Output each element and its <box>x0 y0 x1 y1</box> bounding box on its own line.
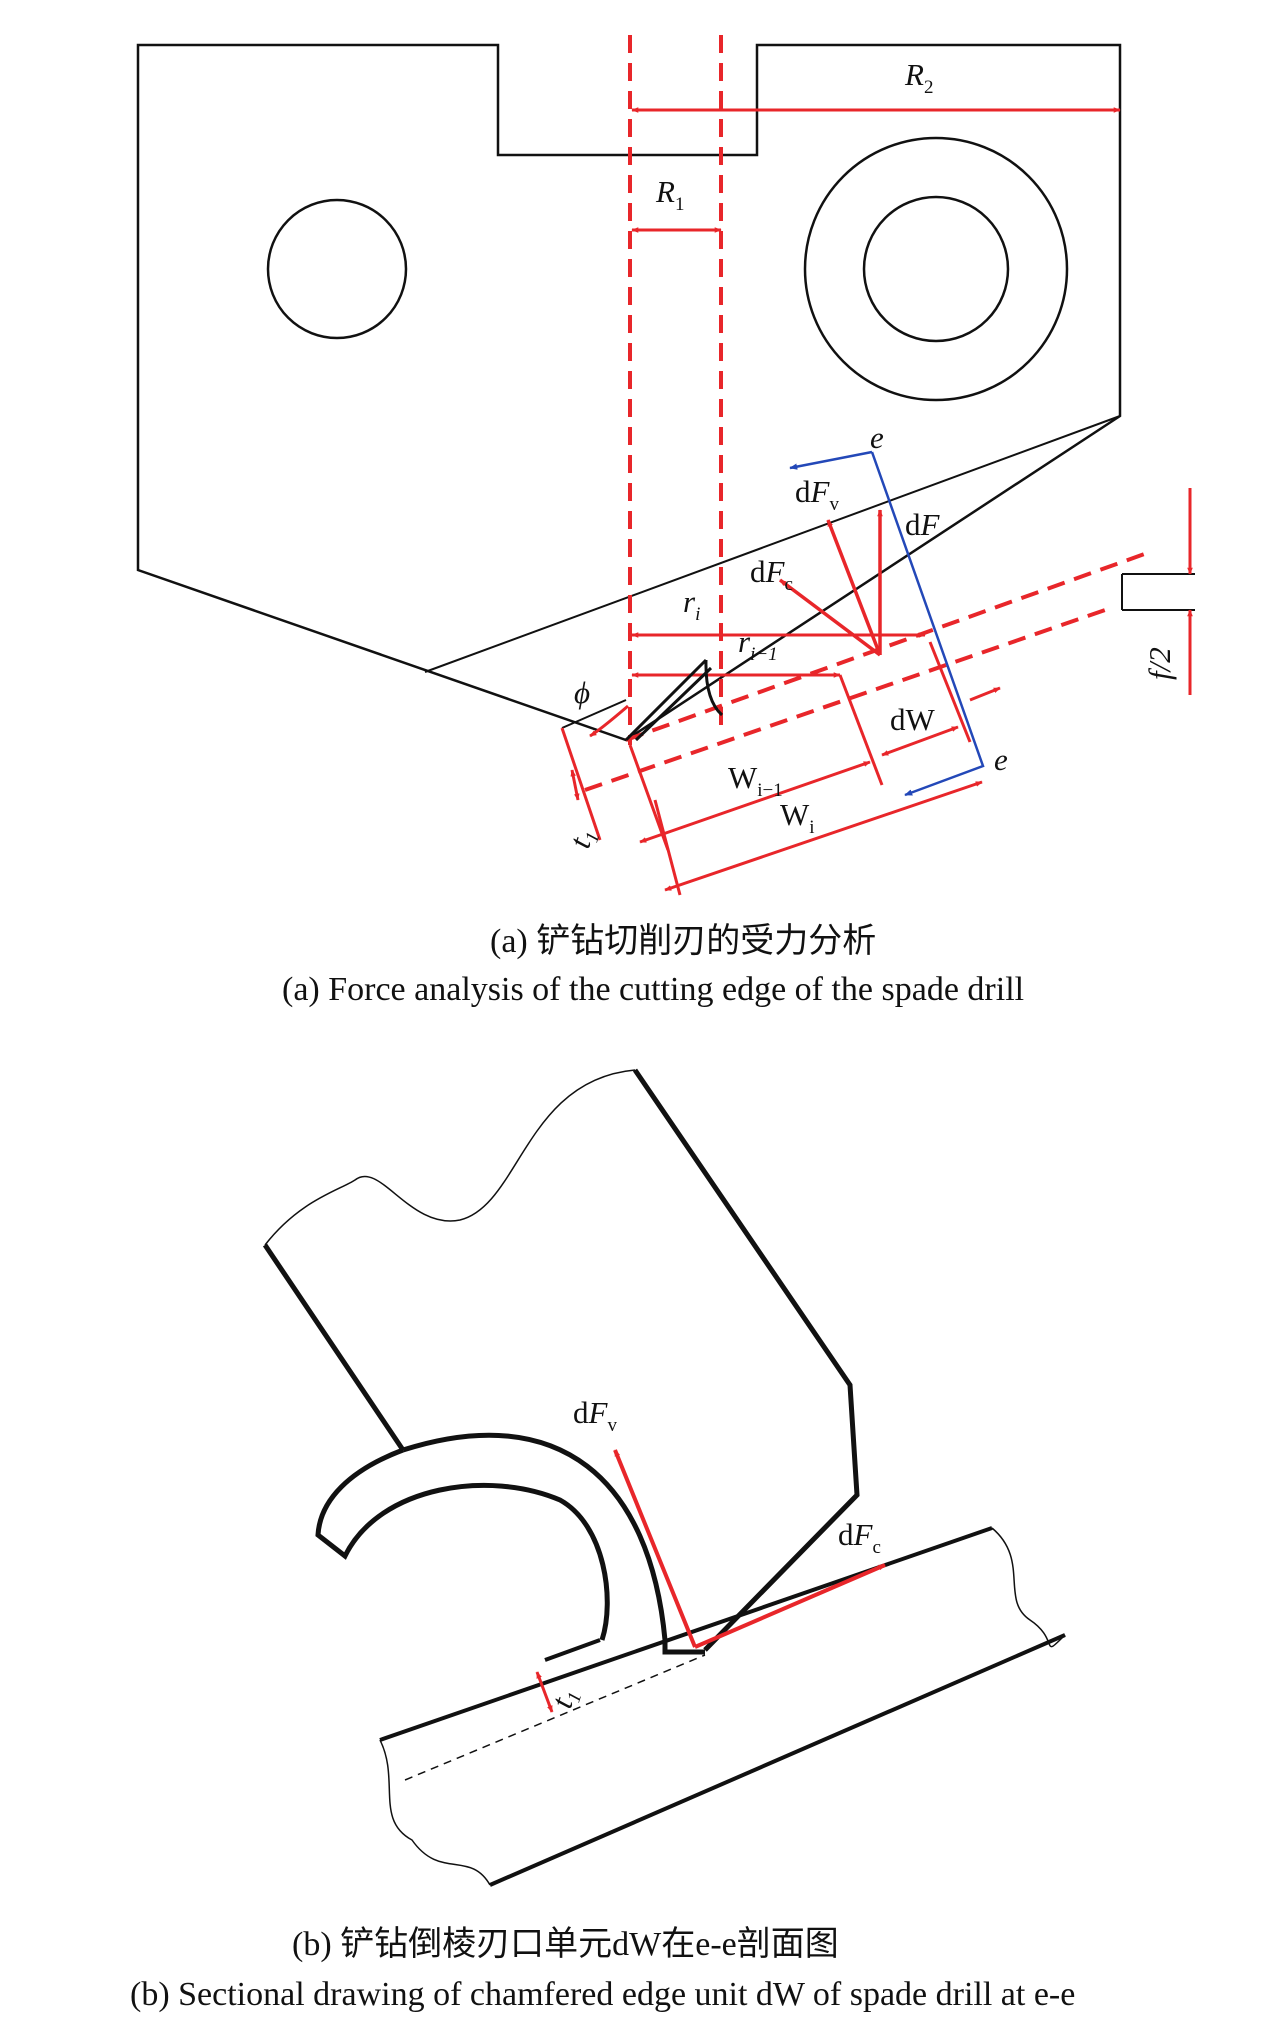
dfv-label-b: dFv <box>573 1395 617 1436</box>
e-label-top: e <box>870 420 884 455</box>
t1-dimension-arrow-a <box>570 769 580 801</box>
f2-label: f/2 <box>1142 647 1177 680</box>
chamfer-line-upper <box>625 550 1151 742</box>
cutting-edge-line <box>424 415 1121 673</box>
dw-dimension-arrow <box>881 725 959 757</box>
break-edge-right <box>991 1527 1066 1648</box>
wi1-label: Wi−1 <box>728 760 783 801</box>
panel-a: R2 R1 ri ri−1 dFv dF dFc e e ϕ dW <box>136 35 1195 1008</box>
right-hole-inner <box>862 195 1010 343</box>
tool-left-edge <box>262 1243 406 1452</box>
dw-ext-right <box>928 641 972 743</box>
break-edge-top <box>264 1069 636 1246</box>
caption-a-en: (a) Force analysis of the cutting edge o… <box>282 971 1024 1008</box>
dfc-label: dFc <box>750 554 793 595</box>
r1-label: R1 <box>655 174 684 215</box>
tool-right-edge <box>632 1068 860 1652</box>
t1-label-a: t1 <box>562 824 605 853</box>
e-label-bottom: e <box>994 742 1008 777</box>
dfv-arrow <box>826 519 882 656</box>
phi-reference-line <box>561 699 627 729</box>
caption-b-en: (b) Sectional drawing of chamfered edge … <box>130 1976 1075 2013</box>
drill-body-outline <box>136 43 1122 742</box>
r2-label: R2 <box>904 57 933 98</box>
dfc-arrow-b <box>694 1563 886 1649</box>
chamfer-line-lower <box>584 608 1106 792</box>
phi-label: ϕ <box>574 675 590 710</box>
section-line-e-e <box>870 451 985 797</box>
ri-label: ri <box>683 584 700 625</box>
dw-side-arrow <box>969 686 1001 702</box>
phi-arc <box>589 704 629 738</box>
wi-ext-left <box>653 799 682 896</box>
groove-inner-curve <box>315 1447 610 1641</box>
workpiece-step <box>544 1638 601 1662</box>
df-label: dF <box>905 507 941 542</box>
workpiece-top-edge <box>379 1526 993 1742</box>
dfc-label-b: dFc <box>838 1517 881 1558</box>
chamfer-dashed-line <box>404 1654 706 1781</box>
t1-dimension-arrow-b <box>535 1671 554 1713</box>
groove-outer-curve <box>402 1432 705 1655</box>
dfv-label: dFv <box>795 474 839 515</box>
t1-ext-a <box>560 727 602 841</box>
section-arrow-top <box>789 450 873 470</box>
caption-a-cn: (a) 铲钻切削刃的受力分析 <box>490 922 876 960</box>
break-edge-left <box>379 1739 491 1886</box>
wi-label: Wi <box>780 797 815 838</box>
dfv-arrow-b <box>613 1449 697 1648</box>
wi-dimension-arrow <box>664 780 983 892</box>
dw-label: dW <box>890 702 936 737</box>
dw-ext-left <box>838 674 884 786</box>
panel-b: dFv dFc t1 (b) 铲钻倒棱刃口单元dW在e-e剖面图 (b) Sec… <box>130 1068 1075 2013</box>
right-hole-outer <box>803 136 1069 402</box>
workpiece-bottom-edge <box>489 1633 1066 1887</box>
ri1-label: ri−1 <box>738 624 778 665</box>
tool-tip-triangle <box>624 658 724 742</box>
caption-b-cn: (b) 铲钻倒棱刃口单元dW在e-e剖面图 <box>292 1925 839 1963</box>
left-hole <box>266 198 408 340</box>
dfc-arrow <box>778 578 882 657</box>
